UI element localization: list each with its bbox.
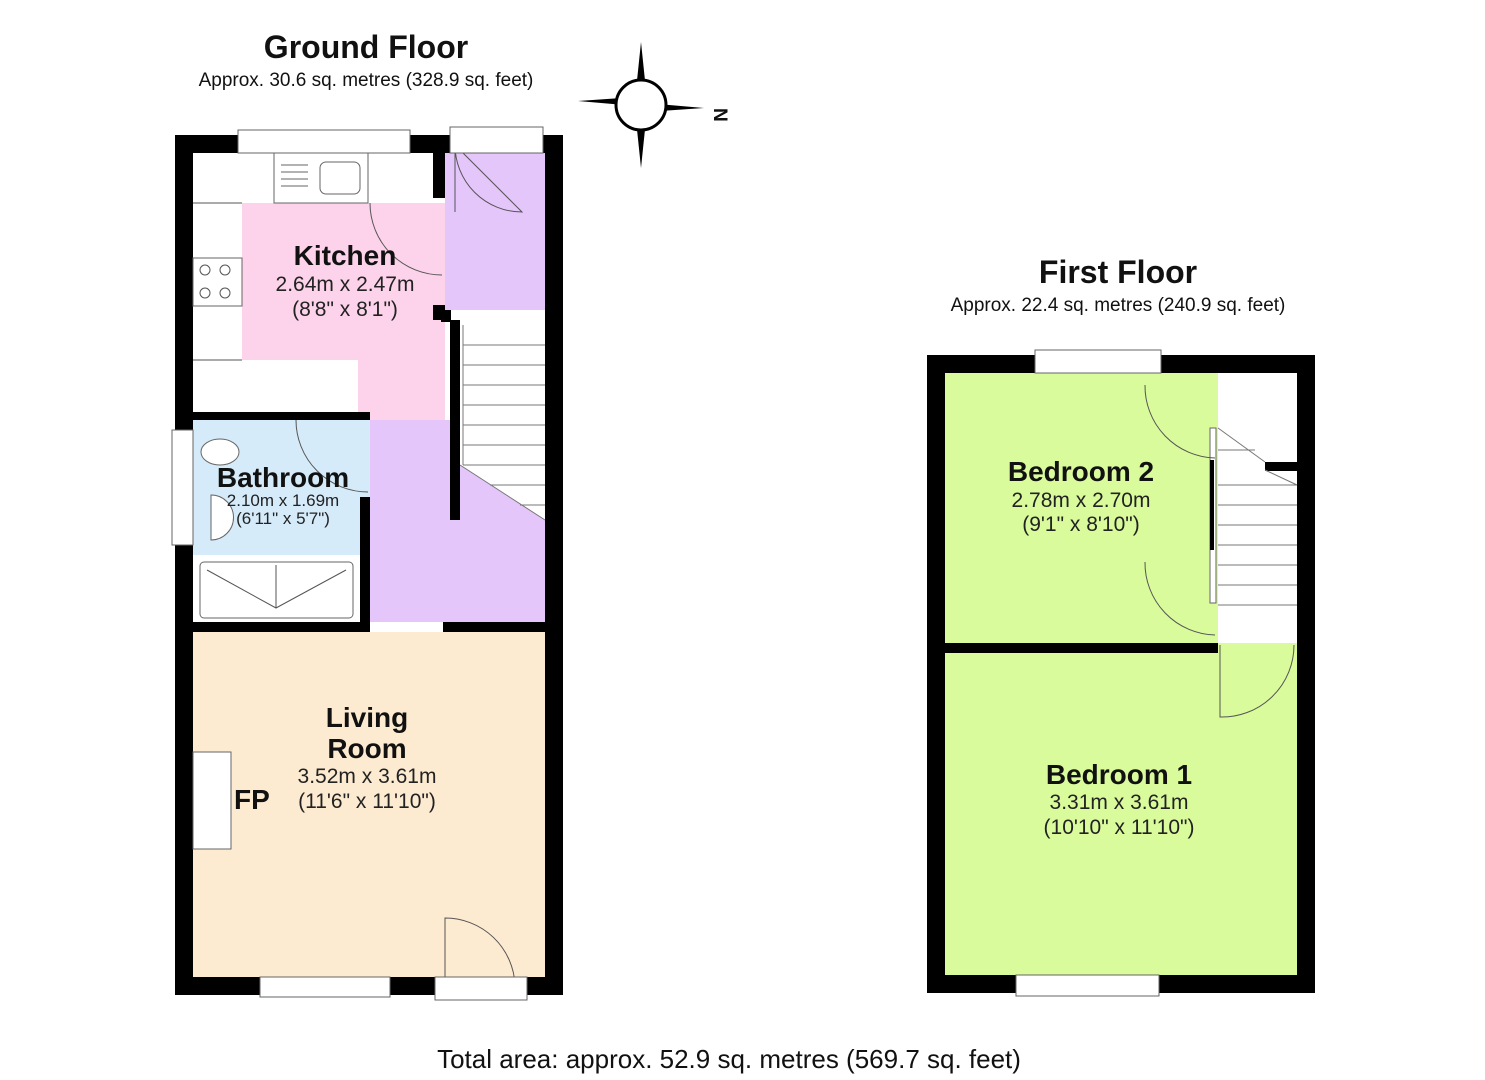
first-floor-title: First Floor [1039, 254, 1197, 290]
bedroom-2-imperial: (9'1" x 8'10") [1022, 513, 1139, 536]
window [1015, 974, 1160, 997]
window [1034, 349, 1162, 374]
hallway [370, 420, 545, 622]
entrance-hall [445, 153, 545, 310]
compass-icon: N [578, 42, 730, 168]
living-room-metric: 3.52m x 3.61m [298, 765, 437, 788]
ground-floor-title: Ground Floor [264, 29, 468, 65]
bedroom-1-imperial: (10'10" x 11'10") [1044, 816, 1195, 839]
bathroom-imperial: (6'11" x 5'7") [236, 509, 330, 528]
window [171, 429, 194, 546]
staircase [1218, 373, 1297, 643]
kitchen-imperial: (8'8" x 8'1") [292, 298, 398, 321]
sink-icon [210, 494, 234, 541]
fireplace [192, 751, 232, 850]
bedroom-2-label: Bedroom 2 [1008, 456, 1154, 487]
bedroom-2-metric: 2.78m x 2.70m [1012, 489, 1151, 512]
total-area: Total area: approx. 52.9 sq. metres (569… [437, 1044, 1021, 1074]
living-room-label: Living [326, 702, 408, 733]
bedroom-1-metric: 3.31m x 3.61m [1050, 791, 1189, 814]
fireplace-label: FP [234, 784, 270, 815]
window [237, 129, 411, 154]
compass-north-label: N [709, 108, 730, 122]
bathroom-label: Bathroom [217, 462, 349, 493]
living-room-imperial: (11'6" x 11'10") [298, 790, 436, 813]
ground-floor-plan: Kitchen 2.64m x 2.47m (8'8" x 8'1") Bath… [171, 126, 563, 1001]
staircase [459, 320, 546, 521]
bathroom-metric: 2.10m x 1.69m [227, 491, 339, 510]
bedroom-1-label: Bedroom 1 [1046, 759, 1192, 790]
toilet-icon [200, 438, 240, 466]
living-room-area [193, 632, 545, 977]
hob-icon [192, 257, 243, 307]
kitchen-label: Kitchen [294, 240, 397, 271]
window [259, 976, 391, 998]
first-floor-plan: Bedroom 2 2.78m x 2.70m (9'1" x 8'10") B… [927, 349, 1315, 997]
back-door [449, 126, 544, 154]
first-floor-area: Approx. 22.4 sq. metres (240.9 sq. feet) [951, 295, 1286, 316]
ground-floor-area: Approx. 30.6 sq. metres (328.9 sq. feet) [199, 70, 534, 91]
kitchen-metric: 2.64m x 2.47m [276, 273, 415, 296]
living-room-label-2: Room [327, 733, 406, 764]
